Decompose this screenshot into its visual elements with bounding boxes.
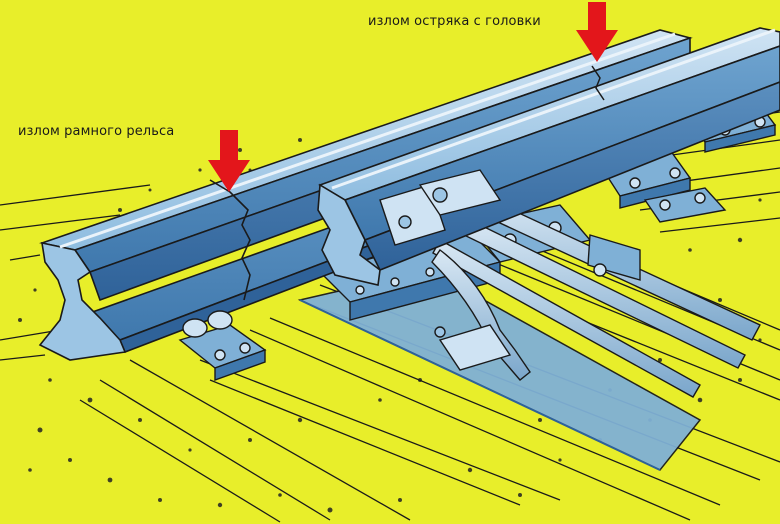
rail-fastener <box>178 310 267 381</box>
switch-clamp <box>379 169 512 371</box>
label-switch-rail-break: излом остряка с головки <box>368 14 541 29</box>
arrow-switch-rail-break <box>576 2 618 62</box>
arrow-frame-rail-break <box>208 130 250 192</box>
label-frame-rail-break: излом рамного рельса <box>18 124 175 139</box>
frame-rail-crack <box>209 179 251 301</box>
